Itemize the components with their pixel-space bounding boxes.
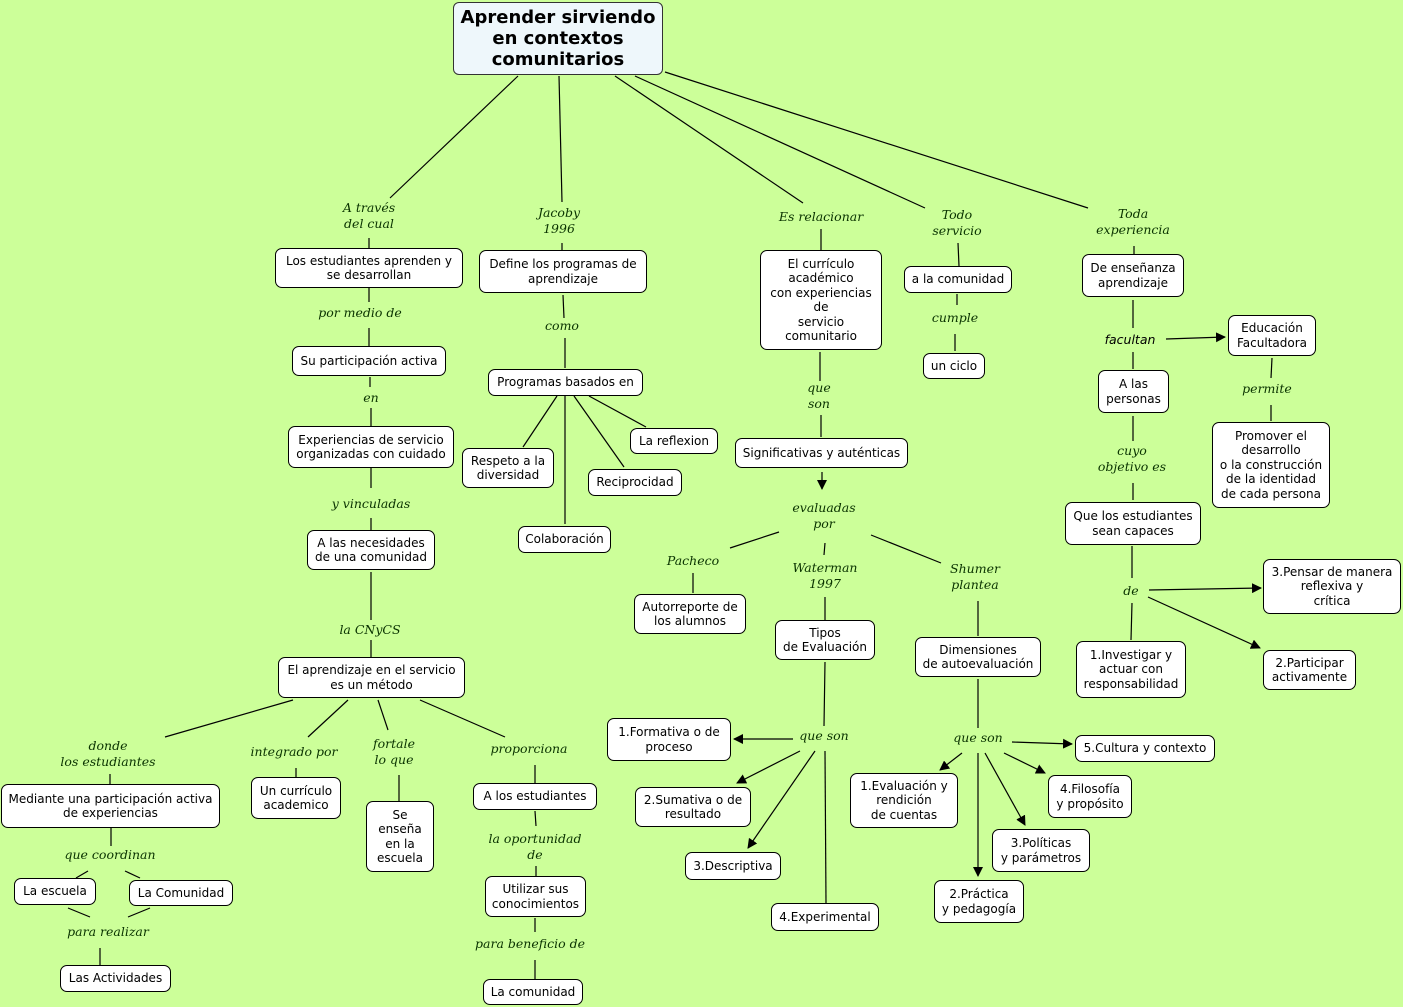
concept-un-ciclo[interactable]: un ciclo — [923, 353, 985, 379]
concept-curriculo-experiencias[interactable]: El currículo académico con experiencias … — [760, 250, 882, 350]
concept-mediante-participacion[interactable]: Mediante una participación activa de exp… — [1, 784, 220, 828]
concept-tipos-evaluacion[interactable]: Tipos de Evaluación — [775, 620, 875, 660]
link-por-medio: por medio de — [318, 305, 402, 320]
concept-participar-activamente[interactable]: 2.Participar activamente — [1263, 650, 1356, 690]
concept-sumativa[interactable]: 2.Sumativa o de resultado — [635, 787, 751, 827]
link-vinculadas: y vinculadas — [331, 496, 411, 511]
link-evaluadas-por: evaluadas por — [792, 500, 856, 531]
link-beneficio: para beneficio de — [475, 936, 585, 951]
concept-la-escuela[interactable]: La escuela — [14, 878, 96, 905]
concept-respeto-diversidad[interactable]: Respeto a la diversidad — [462, 448, 554, 488]
link-integrado: integrado por — [250, 744, 338, 759]
concept-pensar-reflexiva[interactable]: 3.Pensar de manera reflexiva y crítica — [1263, 559, 1401, 614]
concept-participacion-activa[interactable]: Su participación activa — [292, 346, 446, 376]
concept-cultura-contexto[interactable]: 5.Cultura y contexto — [1075, 735, 1215, 762]
link-coordinan: que coordinan — [64, 847, 156, 862]
concept-significativas[interactable]: Significativas y auténticas — [735, 438, 908, 468]
link-jacoby: Jacoby 1996 — [537, 205, 581, 236]
link-como: como — [545, 318, 579, 333]
concept-descriptiva[interactable]: 3.Descriptiva — [685, 852, 781, 880]
concept-utilizar-conocimientos[interactable]: Utilizar sus conocimientos — [485, 876, 586, 917]
link-pacheco: Pacheco — [666, 553, 720, 568]
concept-investigar-actuar[interactable]: 1.Investigar y actuar con responsabilida… — [1076, 641, 1186, 698]
concept-programas-basados[interactable]: Programas basados en — [488, 369, 643, 396]
concept-autorreporte[interactable]: Autorreporte de los alumnos — [634, 594, 746, 634]
concept-la-comunidad[interactable]: La comunidad — [483, 979, 583, 1005]
link-todo-servicio: Todo servicio — [932, 207, 982, 238]
link-proporciona: proporciona — [490, 741, 568, 756]
concept-practica-pedagogia[interactable]: 2.Práctica y pedagogía — [934, 880, 1024, 923]
concept-formativa[interactable]: 1.Formativa o de proceso — [607, 718, 731, 761]
link-facultan: facultan — [1104, 332, 1156, 347]
link-cumple: cumple — [931, 310, 979, 325]
link-waterman: Waterman 1997 — [792, 560, 858, 591]
concept-experimental[interactable]: 4.Experimental — [771, 903, 879, 931]
concept-colaboracion[interactable]: Colaboración — [518, 526, 611, 553]
concept-politicas-parametros[interactable]: 3.Políticas y parámetros — [992, 829, 1090, 872]
concept-educacion-facultadora[interactable]: Educación Facultadora — [1228, 315, 1316, 356]
concept-la-reflexion[interactable]: La reflexion — [630, 428, 718, 454]
concept-a-los-estudiantes[interactable]: A los estudiantes — [473, 783, 597, 810]
concept-ensenanza-aprendizaje[interactable]: De enseñanza aprendizaje — [1082, 254, 1184, 297]
link-shumer: Shumer plantea — [950, 561, 1000, 592]
concept-las-actividades[interactable]: Las Actividades — [60, 965, 171, 992]
concept-metodo[interactable]: El aprendizaje en el servicio es un méto… — [278, 657, 465, 698]
concept-evaluacion-rendicion[interactable]: 1.Evaluación y rendición de cuentas — [850, 773, 958, 828]
link-a-traves: A través del cual — [342, 200, 396, 231]
root-concept[interactable]: Aprender sirviendo en contextos comunita… — [453, 2, 663, 75]
concept-estudiantes-capaces[interactable]: Que los estudiantes sean capaces — [1065, 502, 1201, 545]
link-que-son-2: que son — [799, 728, 849, 743]
concept-se-ensena[interactable]: Se enseña en la escuela — [366, 801, 434, 872]
link-donde: donde los estudiantes — [60, 738, 156, 769]
concept-estudiantes-aprenden[interactable]: Los estudiantes aprenden y se desarrolla… — [275, 248, 463, 288]
concept-la-comunidad-b[interactable]: La Comunidad — [129, 880, 233, 906]
link-oportunidad: la oportunidad de — [488, 831, 582, 862]
concept-reciprocidad[interactable]: Reciprocidad — [588, 469, 682, 496]
link-fortale: fortale lo que — [373, 736, 415, 767]
link-de: de — [1123, 583, 1139, 598]
concept-a-la-comunidad[interactable]: a la comunidad — [904, 266, 1012, 293]
concept-filosofia-proposito[interactable]: 4.Filosofía y propósito — [1048, 775, 1132, 818]
link-toda-experiencia: Toda experiencia — [1096, 206, 1170, 237]
concept-promover-desarrollo[interactable]: Promover el desarrollo o la construcción… — [1212, 422, 1330, 508]
concept-experiencias-servicio[interactable]: Experiencias de servicio organizadas con… — [288, 426, 454, 468]
link-es-relacionar: Es relacionar — [778, 209, 864, 224]
link-en: en — [363, 390, 379, 405]
link-realizar: para realizar — [67, 924, 149, 939]
concept-curriculo-academico[interactable]: Un currículo academico — [251, 777, 341, 819]
link-permite: permite — [1242, 381, 1292, 396]
link-cnycs: la CNyCS — [339, 622, 401, 637]
concept-define-programas[interactable]: Define los programas de aprendizaje — [479, 250, 647, 293]
link-que-son-1: que son — [807, 380, 831, 411]
link-cuyo-objetivo: cuyo objetivo es — [1097, 443, 1167, 474]
link-que-son-3: que son — [953, 730, 1003, 745]
concept-dimensiones-autoevaluacion[interactable]: Dimensiones de autoevaluación — [915, 637, 1041, 677]
concept-a-las-personas[interactable]: A las personas — [1098, 370, 1169, 413]
concept-necesidades-comunidad[interactable]: A las necesidades de una comunidad — [307, 530, 435, 570]
